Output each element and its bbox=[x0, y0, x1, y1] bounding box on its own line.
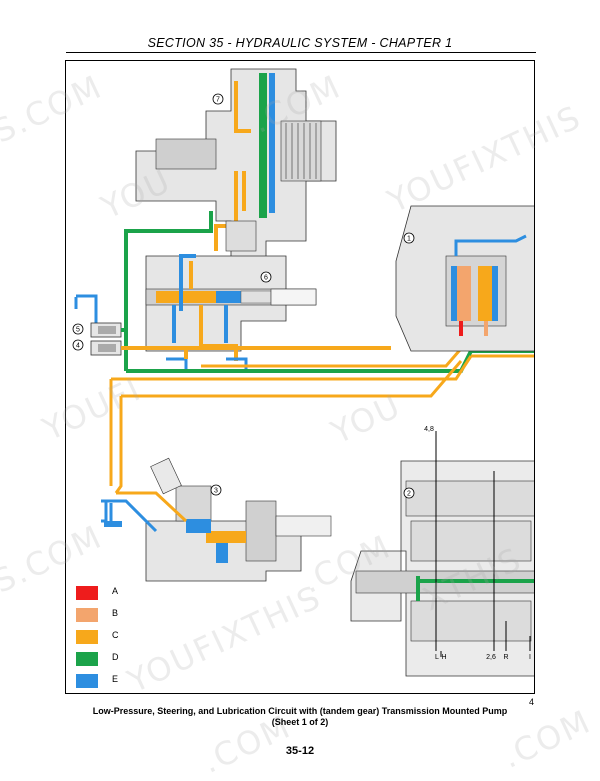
header-rule bbox=[66, 52, 536, 53]
legend-item-c: C bbox=[72, 627, 152, 649]
legend-label-a: A bbox=[112, 586, 119, 596]
legend-swatch-e bbox=[76, 674, 98, 688]
callout-6: 6 bbox=[264, 275, 268, 282]
callout-1: 1 bbox=[407, 236, 411, 243]
hydraulic-diagram: 1 2 3 4 5 6 7 4,8 L H 2,6 R I A B C bbox=[65, 60, 535, 694]
callout-5: 5 bbox=[76, 327, 80, 334]
legend-swatch-d bbox=[76, 652, 98, 666]
central-valve-assembly bbox=[145, 255, 317, 352]
transmission-housing-lower bbox=[350, 460, 534, 677]
legend-label-b: B bbox=[112, 608, 119, 618]
callout-4: 4 bbox=[76, 343, 80, 350]
legend-swatch-b bbox=[76, 608, 98, 622]
legend-item-b: B bbox=[72, 605, 152, 627]
caption-line-1: Low-Pressure, Steering, and Lubrication … bbox=[92, 706, 508, 716]
page-header: SECTION 35 - HYDRAULIC SYSTEM - CHAPTER … bbox=[147, 36, 453, 50]
label-2-6: 2,6 bbox=[486, 654, 496, 661]
figure-number: 4 bbox=[529, 697, 535, 707]
pump-assembly bbox=[145, 457, 332, 582]
legend-label-d: D bbox=[112, 652, 119, 662]
callout-7: 7 bbox=[216, 97, 220, 104]
callout-2: 2 bbox=[407, 491, 411, 498]
label-i: I bbox=[529, 654, 531, 661]
diagram-svg: 1 2 3 4 5 6 7 4,8 L H 2,6 R I bbox=[72, 68, 534, 677]
page-number: 35-12 bbox=[285, 745, 315, 757]
color-legend: A B C D E bbox=[72, 583, 152, 693]
callout-markers bbox=[72, 93, 415, 499]
legend-label-c: C bbox=[112, 630, 119, 640]
label-h: H bbox=[441, 654, 446, 661]
label-4-8: 4,8 bbox=[424, 426, 434, 433]
legend-item-a: A bbox=[72, 583, 152, 605]
transmission-housing-upper bbox=[395, 205, 534, 352]
legend-label-e: E bbox=[112, 674, 119, 684]
callout-3: 3 bbox=[214, 488, 218, 495]
caption-line-2: (Sheet 1 of 2) bbox=[271, 717, 329, 727]
label-r: R bbox=[503, 654, 508, 661]
legend-swatch-a bbox=[76, 586, 98, 600]
legend-swatch-c bbox=[76, 630, 98, 644]
legend-item-d: D bbox=[72, 649, 152, 671]
legend-item-e: E bbox=[72, 671, 152, 693]
label-l: L bbox=[435, 654, 439, 661]
figure-caption: Low-Pressure, Steering, and Lubrication … bbox=[0, 706, 600, 728]
